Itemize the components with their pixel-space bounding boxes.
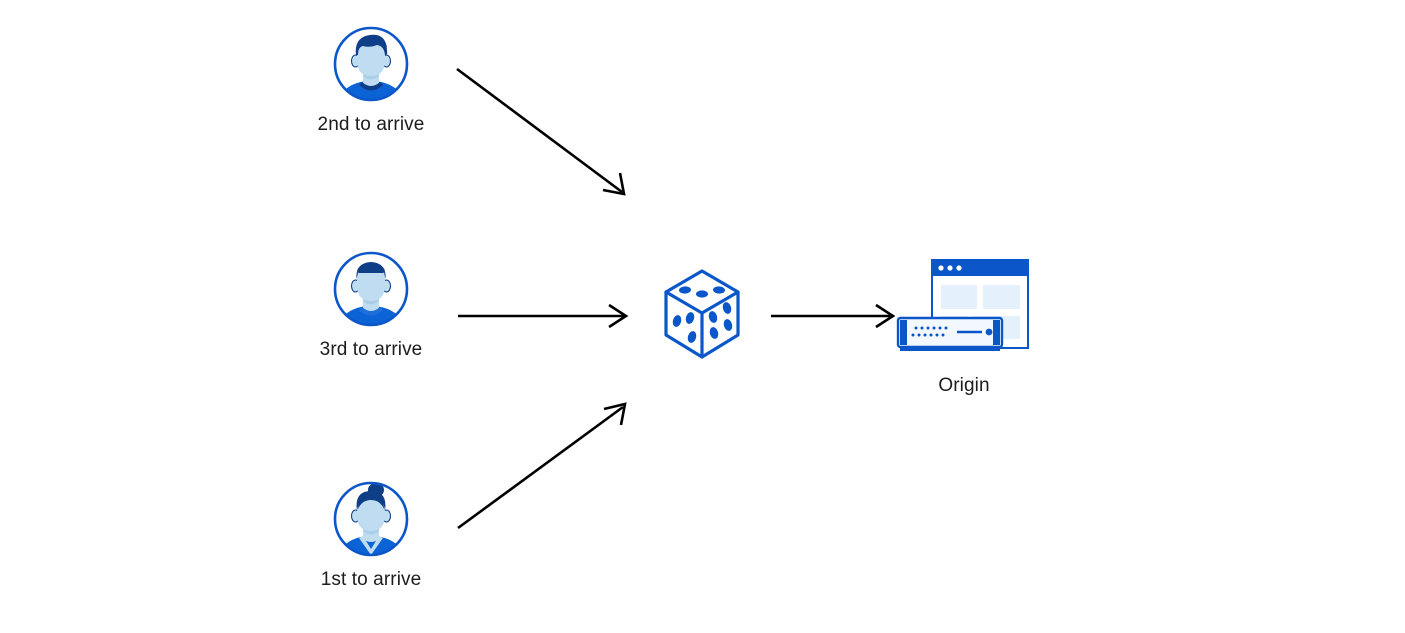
- client-label-top: 2nd to arrive: [317, 114, 425, 135]
- arrow-origin: [771, 303, 896, 329]
- client-node-bottom[interactable]: 1st to arrive: [311, 479, 431, 591]
- server-appliance-shape: [896, 316, 1004, 351]
- arrow-top: [456, 67, 626, 196]
- client-node-middle[interactable]: 3rd to arrive: [311, 249, 431, 361]
- client-label-bottom: 1st to arrive: [320, 569, 422, 590]
- dice-icon: [659, 265, 745, 363]
- origin-node[interactable]: Origin: [894, 255, 1034, 397]
- arrow-middle: [458, 303, 629, 329]
- client-label-middle: 3rd to arrive: [319, 339, 423, 360]
- origin-server-icon: [894, 255, 1034, 365]
- client-node-top[interactable]: 2nd to arrive: [311, 24, 431, 136]
- user-avatar-icon: [332, 479, 410, 559]
- user-avatar-icon: [332, 249, 410, 329]
- user-avatar-icon: [332, 24, 410, 104]
- arrow-bottom: [457, 402, 627, 530]
- random-balancer-node[interactable]: [659, 265, 745, 363]
- origin-label: Origin: [938, 375, 990, 396]
